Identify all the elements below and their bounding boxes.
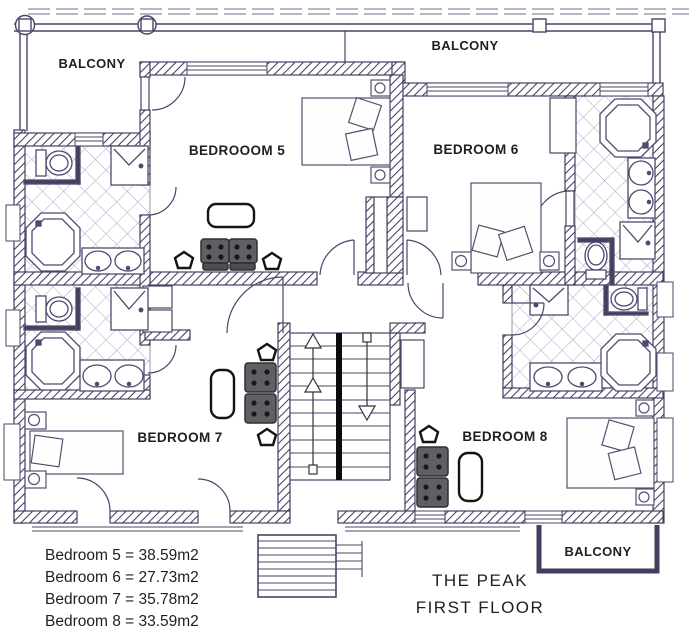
door-bed7-exterior-2 (197, 478, 231, 512)
wall-top-bedroom5 (139, 61, 403, 76)
closets (142, 97, 577, 389)
wall-divider-bed5-bed6 (389, 74, 404, 198)
bed (566, 399, 655, 506)
chair-pentagon (173, 250, 195, 270)
sink-counter (529, 362, 603, 392)
window (656, 281, 674, 318)
external-stairs (257, 534, 363, 598)
bathtub-icon (599, 98, 657, 158)
window (5, 204, 21, 242)
stair-direction-down (357, 332, 377, 422)
coffee-table (206, 202, 256, 229)
bed (470, 182, 542, 274)
windows (3, 61, 674, 532)
chair-pentagon (256, 342, 278, 362)
plan-title: THE PEAK FIRST FLOOR (416, 571, 545, 617)
doors (76, 76, 575, 512)
balcony-door-sill (524, 510, 563, 524)
sofa-seats (244, 362, 277, 424)
staircase (289, 332, 391, 481)
sofa-seats (416, 446, 449, 508)
balcony-bottom-right-label: BALCONY (564, 544, 631, 559)
door-bath-b (147, 344, 177, 374)
door-bedroom6 (406, 239, 442, 276)
bedroom8-label: BEDROOM 8 (462, 429, 547, 444)
door-bath-a (147, 186, 177, 216)
coffee-table (209, 368, 236, 420)
window (414, 510, 446, 524)
legend-bedroom5: Bedroom 5 = 38.59m2 (45, 547, 199, 564)
chair-pentagon (261, 251, 283, 271)
window (656, 417, 674, 483)
furniture-bedroom8 (416, 399, 655, 508)
furniture-bedroom7 (24, 342, 278, 489)
bathroom-b (23, 287, 149, 392)
door-bed5-balcony (140, 76, 186, 111)
window (3, 423, 21, 481)
balcony-bottom-right (536, 525, 660, 574)
toilet-icon (584, 241, 608, 280)
balcony-top-label: BALCONY (431, 38, 498, 53)
landing-cupboard (400, 339, 425, 389)
stair-direction-up (303, 332, 323, 475)
labels: BALCONY BALCONY BALCONY BEDROOOM 5 BEDRO… (45, 38, 631, 630)
balcony-top-left-label: BALCONY (58, 56, 125, 71)
toilet-icon (610, 287, 648, 311)
door-bedroom8 (407, 282, 444, 319)
bathtub-icon (25, 212, 81, 272)
window (74, 132, 104, 147)
shower-icon (529, 284, 569, 316)
stair-divider (336, 333, 342, 480)
balcony-railing (14, 14, 666, 131)
sink-counter (627, 157, 656, 219)
bathtub-icon (600, 333, 657, 392)
window (426, 82, 509, 97)
window (186, 61, 268, 76)
bedroom5-label: BEDROOOM 5 (189, 143, 285, 158)
toilet-icon (35, 149, 73, 177)
sink-counter (81, 247, 145, 275)
door-bedroom5 (319, 239, 355, 276)
shower-icon (110, 287, 149, 331)
window (656, 352, 674, 392)
chair-pentagon (256, 427, 278, 447)
railing-posts (14, 14, 666, 36)
toilet-icon (35, 295, 73, 323)
door-bath-d (511, 302, 545, 336)
sink-counter (79, 359, 145, 392)
bed (301, 79, 391, 184)
wall-stairwell-right (389, 332, 401, 406)
bathroom-d (529, 284, 657, 392)
bedroom6-closet (406, 196, 428, 232)
duct-cavity (373, 196, 388, 274)
window (5, 309, 21, 347)
legend-bedroom6: Bedroom 6 = 27.73m2 (45, 569, 199, 586)
plan-title-line1: THE PEAK (432, 571, 528, 590)
furniture-bedroom6 (451, 182, 560, 274)
wall-stairwell-left (277, 322, 291, 512)
wall-bedroom8-left (404, 389, 416, 522)
bathtub-icon (25, 331, 81, 391)
legend-bedroom7: Bedroom 7 = 35.78m2 (45, 591, 199, 608)
sofa-seats (200, 238, 258, 271)
chair-pentagon (418, 424, 440, 444)
bed (24, 411, 124, 489)
plan-title-line2: FIRST FLOOR (416, 598, 545, 617)
bedroom6-wardrobe (549, 97, 577, 154)
area-legend: Bedroom 5 = 38.59m2 Bedroom 6 = 27.73m2 … (45, 547, 199, 630)
door-bed7-exterior-1 (76, 477, 111, 512)
bathroom-c (577, 98, 657, 286)
door-bedroom7 (226, 276, 284, 334)
shower-icon (619, 221, 656, 260)
bedroom7-label: BEDROOM 7 (137, 430, 222, 445)
roof-edge-lines (28, 8, 689, 15)
shower-icon (110, 145, 149, 186)
window (599, 82, 649, 97)
coffee-table (457, 451, 484, 503)
bedroom6-label: BEDROOM 6 (433, 142, 518, 157)
furniture-bedroom5 (173, 79, 391, 271)
bathroom-a (23, 145, 149, 275)
legend-bedroom8: Bedroom 8 = 33.59m2 (45, 613, 199, 630)
